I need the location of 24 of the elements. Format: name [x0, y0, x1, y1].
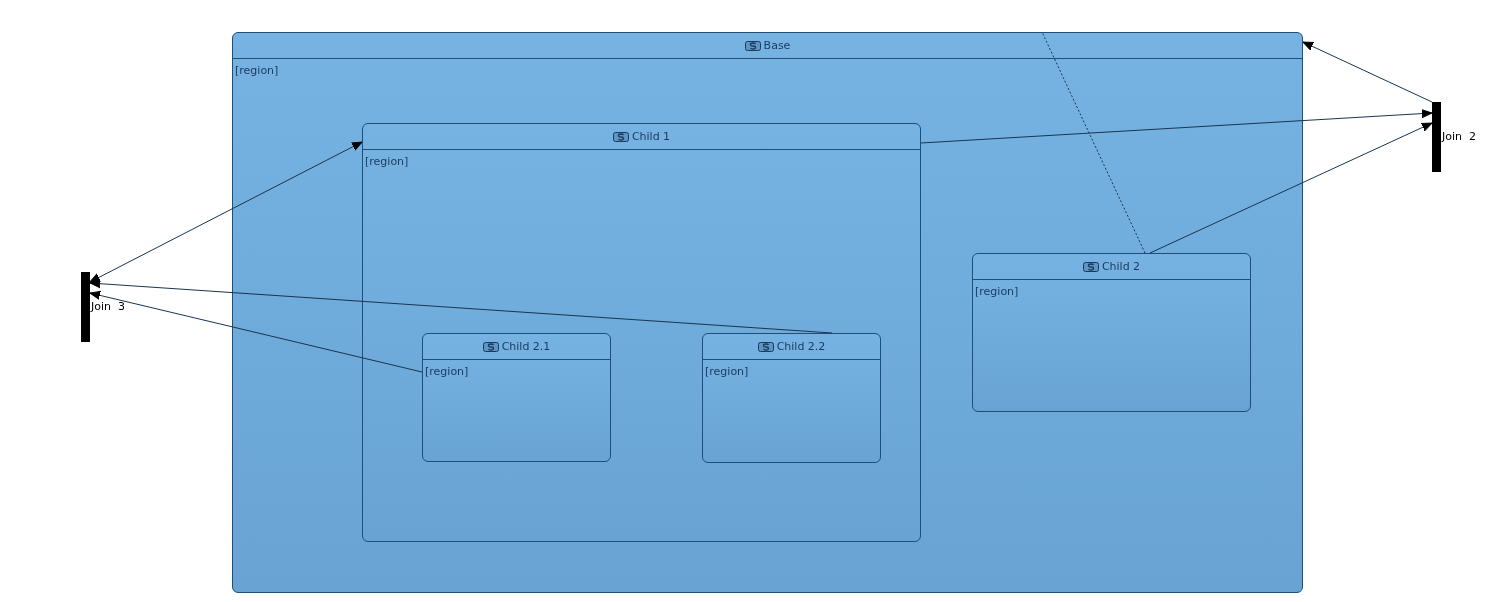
region-label: [region] — [705, 365, 749, 378]
arrow — [1302, 41, 1433, 103]
state-box — [702, 333, 881, 463]
join-label: Join 2 — [1442, 130, 1476, 143]
arrow — [1149, 122, 1433, 254]
state-title: Base — [763, 39, 791, 52]
dotted-connector — [1041, 31, 1146, 254]
arrow — [89, 279, 833, 334]
state-title: Child 2 — [1101, 260, 1141, 273]
state-title: Child 2.2 — [776, 340, 826, 353]
arrow — [89, 290, 423, 373]
state-box — [422, 333, 611, 462]
region-label: [region] — [975, 285, 1019, 298]
state-title: Child 1 — [631, 130, 671, 143]
region-label: [region] — [425, 365, 469, 378]
region-label: [region] — [365, 155, 409, 168]
state-title: Child 2.1 — [501, 340, 551, 353]
state-box — [972, 253, 1251, 412]
arrow — [89, 141, 363, 283]
state-box — [232, 32, 1303, 593]
state-box — [362, 123, 921, 542]
arrow — [920, 109, 1433, 144]
region-label: [region] — [235, 64, 279, 77]
join-label: Join 3 — [91, 300, 125, 313]
